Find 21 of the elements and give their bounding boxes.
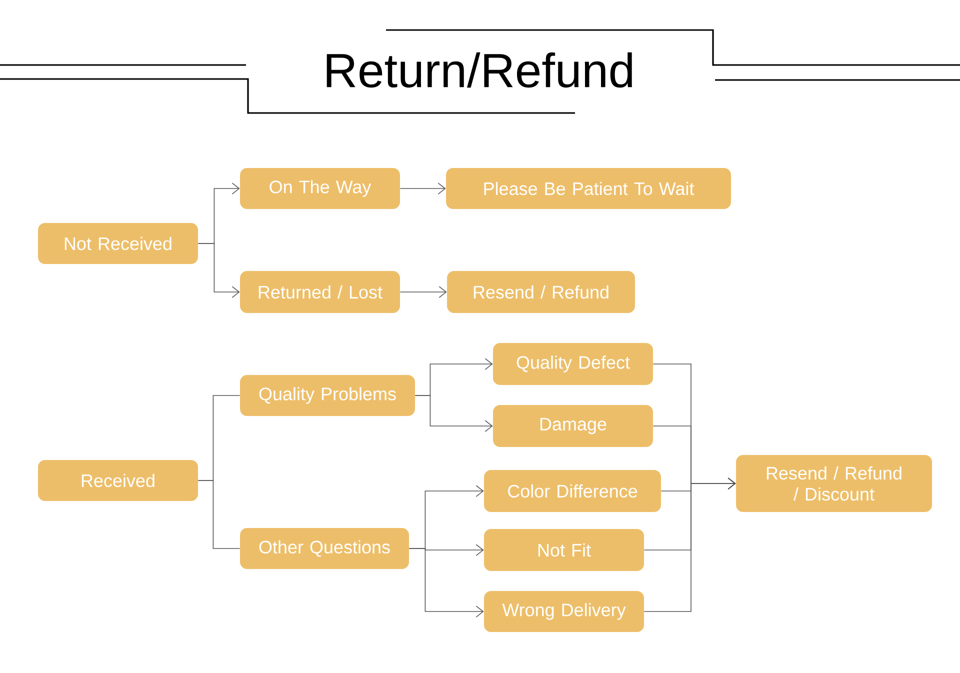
process-box: Returned / Lost — [240, 271, 400, 313]
arrow — [198, 243, 240, 298]
process-box: Other Questions — [240, 528, 409, 569]
process-box: Wrong Delivery — [484, 591, 644, 632]
arrow — [408, 548, 484, 618]
process-box: Quality Problems — [240, 375, 415, 416]
process-box: Not Received — [38, 223, 198, 264]
process-box: Not Fit — [484, 529, 644, 571]
title: Return/Refund — [326, 52, 632, 88]
process-box: Please Be Patient To Wait — [446, 168, 731, 209]
process-box: Damage — [493, 405, 653, 447]
process-box: Quality Defect — [493, 343, 653, 385]
arrow — [414, 395, 493, 432]
process-box: Resend / Refund / Discount — [736, 455, 932, 512]
process-box: Received — [38, 460, 198, 501]
process-box: Color Difference — [484, 470, 661, 512]
arrow — [400, 182, 446, 194]
process-box: Resend / Refund — [447, 271, 635, 313]
process-box: On The Way — [240, 168, 400, 209]
arrow — [644, 478, 736, 612]
arrow — [400, 286, 447, 298]
